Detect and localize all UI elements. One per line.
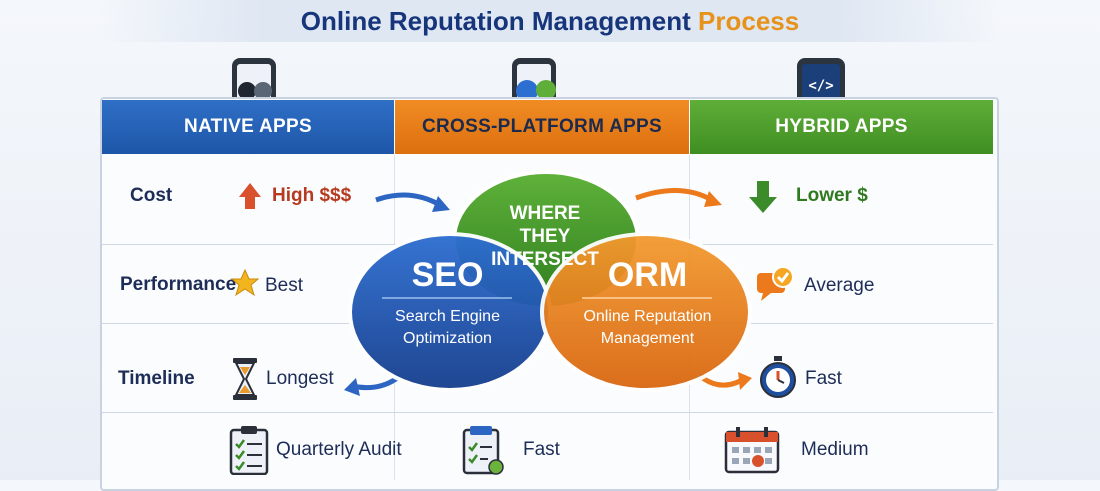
venn-seo-line1: Search Engine <box>395 308 500 325</box>
venn-intersect-label: WHERE THEY INTERSECT <box>470 202 620 271</box>
arrow-right-icon <box>375 192 442 208</box>
row-label-timeline: Timeline <box>118 368 195 389</box>
arrow-down-icon <box>757 181 769 197</box>
star-icon <box>230 268 260 297</box>
venn-orm-line1: Online Reputation <box>583 308 712 325</box>
cost-hybrid: Lower $ <box>796 185 868 206</box>
arrow-right-icon <box>704 191 722 207</box>
venn-orm-heading: ORM <box>607 256 688 294</box>
timeline-native: Longest <box>266 368 334 389</box>
venn-seo-line2: Optimization <box>403 330 492 347</box>
stopwatch-icon <box>760 356 796 398</box>
bottom-cross: Fast <box>523 439 560 460</box>
cost-native: High $$$ <box>272 185 352 206</box>
performance-native: Best <box>265 275 304 296</box>
calendar-icon <box>724 427 780 474</box>
venn-orm-desc: Online Reputation Management <box>560 306 735 350</box>
performance-hybrid: Average <box>804 275 875 296</box>
bottom-native: Quarterly Audit <box>276 439 402 460</box>
timeline-hybrid: Fast <box>805 368 842 389</box>
page-title: Online Reputation Management Process <box>100 0 1000 42</box>
venn-diagram <box>344 170 752 396</box>
row-label-performance: Performance <box>120 274 237 295</box>
venn-circle-orm <box>540 232 752 392</box>
venn-seo-desc: Search Engine Optimization <box>360 306 535 350</box>
hourglass-icon <box>233 358 257 400</box>
header-hybrid-apps: HYBRID APPS <box>690 100 993 154</box>
header-native-apps: NATIVE APPS <box>102 100 394 154</box>
arrow-up-icon <box>245 197 255 209</box>
venn-orm-line2: Management <box>600 330 695 347</box>
title-accent: Process <box>698 6 800 36</box>
arrow-left-icon <box>344 378 360 396</box>
venn-intersect-line3: INTERSECT <box>491 249 599 270</box>
chat-check-icon <box>757 266 794 301</box>
header-cross-platform-apps: CROSS-PLATFORM APPS <box>395 100 689 154</box>
arrow-right-icon <box>432 196 450 212</box>
row-label-cost: Cost <box>130 185 173 206</box>
venn-seo-heading: SEO <box>411 256 484 294</box>
arrow-right-icon <box>635 188 714 203</box>
arrow-down-icon <box>749 197 777 213</box>
venn-intersect-line1: WHERE <box>509 203 581 224</box>
arrow-right-icon <box>738 372 752 390</box>
clipboard-check-icon <box>462 426 504 475</box>
title-main: Online Reputation Management <box>300 6 691 36</box>
venn-intersect-line2: THEY <box>519 226 571 247</box>
row-divider <box>102 412 993 413</box>
clipboard-checklist-icon <box>229 426 269 475</box>
arrow-up-icon <box>239 183 261 197</box>
bottom-hybrid: Medium <box>801 439 869 460</box>
